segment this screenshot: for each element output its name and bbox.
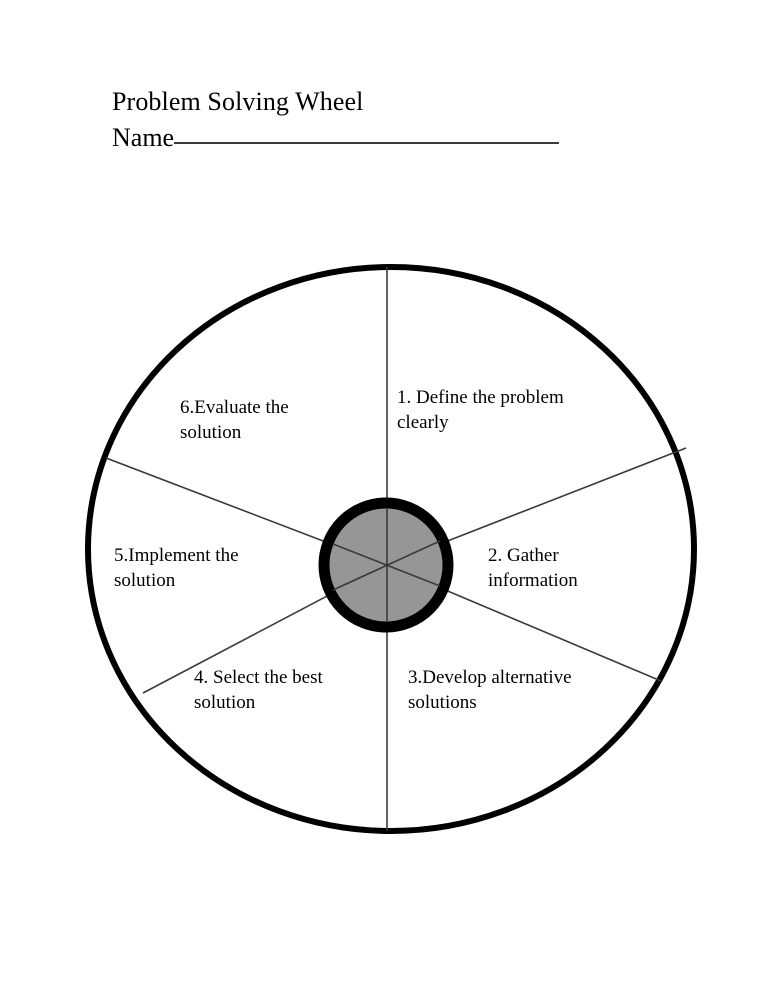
segment-6-line2: solution	[180, 422, 242, 443]
segment-label-1: 1. Define the problem clearly	[397, 385, 612, 435]
hub-spoke-diagonal-b	[332, 540, 441, 591]
header-block: Problem Solving Wheel Name	[112, 86, 672, 154]
segment-4-line1: 4. Select the best	[194, 667, 323, 688]
problem-solving-wheel: 1. Define the problem clearly 2. Gather …	[0, 230, 768, 870]
segment-2-line1: 2. Gather	[488, 545, 559, 566]
segment-label-3: 3.Develop alternative solutions	[408, 665, 623, 715]
segment-label-2: 2. Gather information	[488, 543, 643, 593]
segment-3-line1: 3.Develop alternative	[408, 667, 572, 688]
segment-label-4: 4. Select the best solution	[194, 665, 374, 715]
segment-1-line1: 1. Define the problem	[397, 387, 564, 408]
segment-5-line2: solution	[114, 570, 176, 591]
name-input-line[interactable]	[174, 142, 560, 144]
name-field-row: Name	[112, 122, 672, 154]
segment-label-6: 6.Evaluate the solution	[180, 395, 345, 445]
page-title: Problem Solving Wheel	[112, 87, 364, 116]
name-label: Name	[112, 123, 175, 152]
segment-3-line2: solutions	[408, 692, 477, 713]
segment-1-line2: clearly	[397, 412, 449, 433]
segment-2-line2: information	[488, 570, 578, 591]
wheel-graphic	[85, 264, 697, 834]
hub-spoke-overlay	[332, 509, 441, 621]
segment-5-line1: 5.Implement the	[114, 545, 239, 566]
segment-label-5: 5.Implement the solution	[114, 543, 289, 593]
segment-4-line2: solution	[194, 692, 256, 713]
segment-6-line1: 6.Evaluate the	[180, 397, 289, 418]
